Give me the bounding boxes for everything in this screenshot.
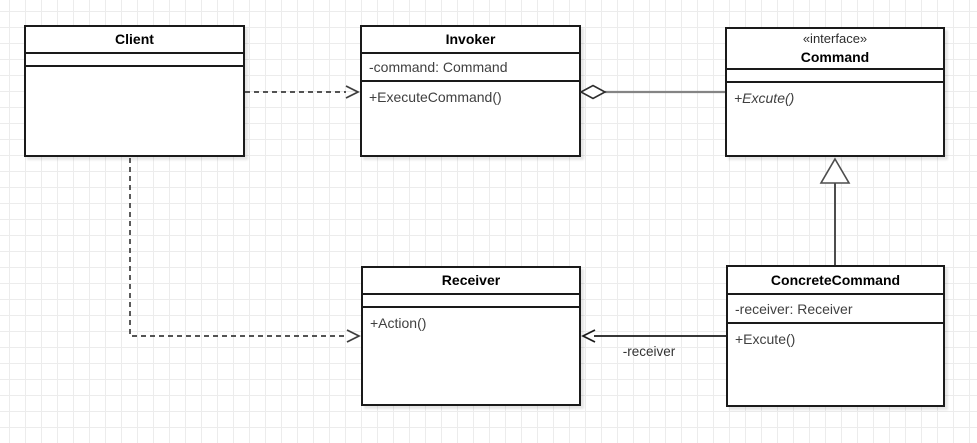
class-receiver-attributes	[363, 295, 579, 308]
class-client[interactable]: Client	[24, 25, 245, 157]
method: +ExecuteCommand()	[369, 89, 502, 105]
method: +Excute()	[734, 90, 795, 106]
method: +Excute()	[735, 331, 796, 347]
attribute: -receiver: Receiver	[735, 300, 853, 317]
class-client-methods	[26, 67, 243, 155]
class-client-title: Client	[26, 27, 243, 54]
class-name: Client	[115, 31, 154, 47]
class-command-title: «interface» Command	[727, 29, 943, 70]
class-receiver[interactable]: Receiver +Action()	[361, 266, 581, 406]
class-name: Receiver	[441, 272, 501, 288]
method: +Action()	[370, 315, 427, 331]
class-concrete-command[interactable]: ConcreteCommand -receiver: Receiver +Exc…	[726, 265, 945, 407]
aggregation-invoker-command[interactable]	[579, 84, 725, 100]
dependency-client-receiver[interactable]	[129, 158, 361, 343]
class-name: Command	[800, 49, 870, 65]
dependency-client-invoker[interactable]	[245, 85, 360, 99]
class-command-methods: +Excute()	[727, 83, 943, 155]
class-invoker[interactable]: Invoker -command: Command +ExecuteComman…	[360, 25, 581, 157]
generalization-concretecommand-command[interactable]	[819, 157, 851, 265]
class-invoker-methods: +ExecuteCommand()	[362, 82, 579, 155]
class-client-attributes	[26, 54, 243, 67]
class-command[interactable]: «interface» Command +Excute()	[725, 27, 945, 157]
class-concrete-command-methods: +Excute()	[728, 324, 943, 405]
class-concrete-command-title: ConcreteCommand	[728, 267, 943, 295]
class-receiver-title: Receiver	[363, 268, 579, 295]
attribute: -command: Command	[369, 59, 508, 75]
association-concretecommand-receiver[interactable]	[581, 329, 726, 343]
class-command-attributes	[727, 70, 943, 83]
class-invoker-attributes: -command: Command	[362, 54, 579, 82]
class-name: ConcreteCommand	[770, 271, 901, 288]
class-name: Invoker	[445, 31, 496, 47]
class-receiver-methods: +Action()	[363, 308, 579, 404]
association-label-receiver: -receiver	[622, 344, 676, 359]
stereotype-label: «interface»	[802, 31, 868, 46]
class-concrete-command-attributes: -receiver: Receiver	[728, 295, 943, 324]
class-invoker-title: Invoker	[362, 27, 579, 54]
